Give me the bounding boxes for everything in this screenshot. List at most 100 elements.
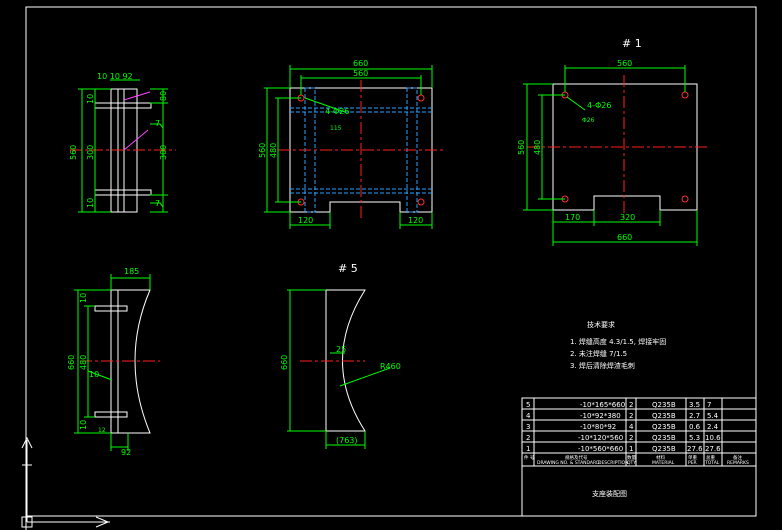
bom-material: Q235B xyxy=(652,445,676,453)
bom-total: 27.6 xyxy=(705,445,721,453)
view2-hole-note-sub: 115 xyxy=(330,125,342,132)
bom-total: 2.4 xyxy=(707,423,719,431)
view2-hole-note: 4-Φ26 xyxy=(325,107,349,116)
view3-hole-note: 4-Φ26 xyxy=(587,101,611,110)
view4-dim-left-bot: 10 xyxy=(79,420,88,430)
bom-header-no: 件 号 xyxy=(524,454,535,461)
view4-dim-bottom: 92 xyxy=(121,448,131,457)
view3-dim-bottom-mid: 320 xyxy=(620,213,635,222)
view3-dim-left-inner: 480 xyxy=(533,140,542,155)
view3-dim-top: 560 xyxy=(617,59,632,68)
view5-radius: R460 xyxy=(380,362,401,371)
bom-qty: 2 xyxy=(629,412,633,420)
bom-table xyxy=(521,397,757,517)
bom-spec: -10*560*660 xyxy=(578,445,623,453)
bom-row: 3 -10*80*92 4 Q235B 0.6 2.4 xyxy=(526,423,719,431)
view4-dim-inner: 10 xyxy=(89,370,99,379)
bom-material: Q235B xyxy=(652,412,676,420)
bom-header-remarks-en: REMARKS xyxy=(727,460,749,466)
drawing-border xyxy=(25,6,757,530)
view5-dim-inner: 25 xyxy=(336,345,346,354)
view2-dim-bottom-right: 120 xyxy=(408,216,423,225)
bom-unit: 3.5 xyxy=(689,401,700,409)
bom-unit: 2.7 xyxy=(689,412,700,420)
bom-spec: -10*80*92 xyxy=(580,423,616,431)
view1-side-view xyxy=(70,79,176,213)
notes-line-1: 1. 焊缝高度 4.3/1.5, 焊接牢固 xyxy=(570,337,666,346)
view4-curved-side xyxy=(74,274,160,451)
bom-row: 4 -10*92*380 2 Q235B 2.7 5.4 xyxy=(526,412,719,420)
bom-qty: 2 xyxy=(629,434,633,442)
view2-dim-top-outer: 660 xyxy=(353,59,368,68)
bom-header-desc-en: DESCRIPTION xyxy=(598,460,628,466)
view4-dim-text: 185 660 480 10 10 10 12 92 xyxy=(67,267,139,457)
bom-header-material: 材料 xyxy=(656,454,665,461)
bom-header-qty: 数量 xyxy=(627,454,636,461)
notes-line-3: 3. 焊后清除焊渣毛刺 xyxy=(570,361,635,370)
ucs-icon xyxy=(21,436,110,528)
view3-hole-note-sub: Φ26 xyxy=(582,117,595,124)
bom-header-total: 总重 xyxy=(706,454,715,461)
view1-dim-left-total: 560 xyxy=(69,145,78,160)
bom-no: 4 xyxy=(526,412,531,420)
view1-section-a: 7 xyxy=(155,119,160,128)
technical-notes: 技术要求 1. 焊缝高度 4.3/1.5, 焊接牢固 2. 未注焊缝 7/1.5… xyxy=(570,320,666,370)
bom-header-material-en: MATERIAL xyxy=(652,460,675,466)
view5-title: # 5 xyxy=(338,262,358,275)
view4-dim-top: 185 xyxy=(124,267,139,276)
bom-material: Q235B xyxy=(652,434,676,442)
bom-unit: 0.6 xyxy=(689,423,701,431)
bom-material: Q235B xyxy=(652,401,676,409)
bom-total: 10.6 xyxy=(705,434,721,442)
bom-spec: -10*120*560 xyxy=(578,434,623,442)
bom-spec: -10*165*660 xyxy=(580,401,625,409)
view1-dim-left-bot: 10 xyxy=(86,198,95,208)
bom-row: 5 -10*165*660 2 Q235B 3.5 7 xyxy=(526,401,711,409)
view4-dim-left-top: 10 xyxy=(79,293,88,303)
view1-dim-left-mid: 300 xyxy=(86,145,95,160)
bom-no: 2 xyxy=(526,434,530,442)
view2-dim-top-inner: 560 xyxy=(353,69,368,78)
view4-dim-left-mid: 480 xyxy=(79,355,88,370)
title-block-text: 支座装配图 xyxy=(592,489,627,498)
bom-unit: 27.6 xyxy=(687,445,703,453)
view5-dim-left: 660 xyxy=(280,355,289,370)
bom-row: 1 -10*560*660 1 Q235B 27.6 27.6 xyxy=(526,445,721,453)
bom-qty: 2 xyxy=(629,401,633,409)
view1-section-b: 7 xyxy=(155,199,160,208)
view2-front-view xyxy=(264,65,445,229)
bom-header: 件 号 规格及代号 DRAWING NO. & STANDARD DESCRIP… xyxy=(524,454,749,466)
view5-dim-bottom: (763) xyxy=(336,436,358,445)
bom-header-spec: 规格及代号 xyxy=(565,454,588,461)
notes-line-2: 2. 未注焊缝 7/1.5 xyxy=(570,349,627,358)
bom-unit: 5.3 xyxy=(689,434,700,442)
view3-plate-view xyxy=(523,65,710,246)
view4-dim-left-total: 660 xyxy=(67,355,76,370)
view4-dim-weld: 12 xyxy=(98,427,106,434)
view2-dim-left-outer: 560 xyxy=(258,143,267,158)
view3-dim-left-outer: 560 xyxy=(517,140,526,155)
view2-dim-text: 660 560 560 480 4-Φ26 115 120 120 xyxy=(258,59,423,225)
bom-no: 3 xyxy=(526,423,530,431)
view3-title: # 1 xyxy=(622,37,642,50)
bom-header-remarks: 备注 xyxy=(733,454,742,461)
view1-dim-left-top: 10 xyxy=(86,94,95,104)
bom-no: 1 xyxy=(526,445,530,453)
bom-header-total-en: TOTAL xyxy=(704,460,720,466)
view3-dim-text: # 1 560 560 480 4-Φ26 Φ26 170 320 660 xyxy=(517,37,642,242)
bom-header-qty-en: QTY. xyxy=(627,460,637,466)
view3-dim-bottom-left: 170 xyxy=(565,213,580,222)
view1-dim-right-top: 80 xyxy=(159,91,168,101)
view1-dim-right-mid: 300 xyxy=(159,145,168,160)
view2-dim-bottom-left: 120 xyxy=(298,216,313,225)
bom-spec: -10*92*380 xyxy=(580,412,621,420)
view1-dim-top: 10 10 92 xyxy=(97,72,133,81)
bom-qty: 4 xyxy=(629,423,634,431)
view5-curved-plate xyxy=(287,289,391,449)
notes-title: 技术要求 xyxy=(587,320,615,329)
bom-total: 5.4 xyxy=(707,412,719,420)
bom-header-unit: 单重 xyxy=(688,454,697,461)
bom-no: 5 xyxy=(526,401,530,409)
bom-rows: 5 -10*165*660 2 Q235B 3.5 7 4 -10*92*380… xyxy=(526,401,721,453)
